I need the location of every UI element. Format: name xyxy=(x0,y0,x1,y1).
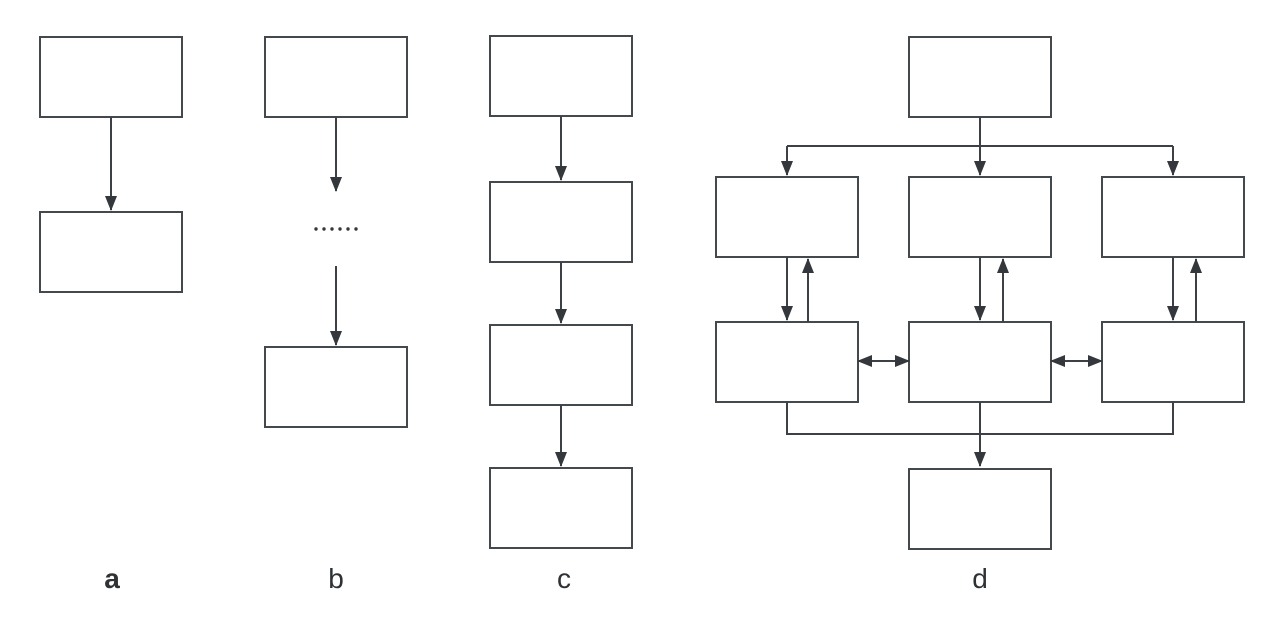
flow-box-c xyxy=(489,181,633,263)
flow-box-b xyxy=(264,36,408,118)
flow-box-c xyxy=(489,35,633,117)
ellipsis-dot xyxy=(330,227,334,231)
ellipsis-dot xyxy=(338,227,342,231)
ellipsis-dot xyxy=(314,227,318,231)
flow-box-a xyxy=(39,36,183,118)
flow-box-d xyxy=(908,468,1052,550)
panel-label-c: c xyxy=(557,563,571,594)
flow-box-d xyxy=(908,36,1052,118)
flow-box-b xyxy=(264,346,408,428)
flow-box-d xyxy=(1101,176,1245,258)
panel-label-a: a xyxy=(104,563,120,594)
flow-box-d xyxy=(715,321,859,403)
ellipsis-dot xyxy=(346,227,350,231)
flow-box-d xyxy=(908,176,1052,258)
ellipsis-dot xyxy=(322,227,326,231)
flow-box-c xyxy=(489,467,633,549)
panel-label-b: b xyxy=(328,563,344,594)
flow-box-d xyxy=(908,321,1052,403)
flow-box-d xyxy=(715,176,859,258)
flow-box-d xyxy=(1101,321,1245,403)
flow-box-c xyxy=(489,324,633,406)
panel-label-d: d xyxy=(972,563,988,594)
ellipsis-dot xyxy=(354,227,358,231)
flow-box-a xyxy=(39,211,183,293)
